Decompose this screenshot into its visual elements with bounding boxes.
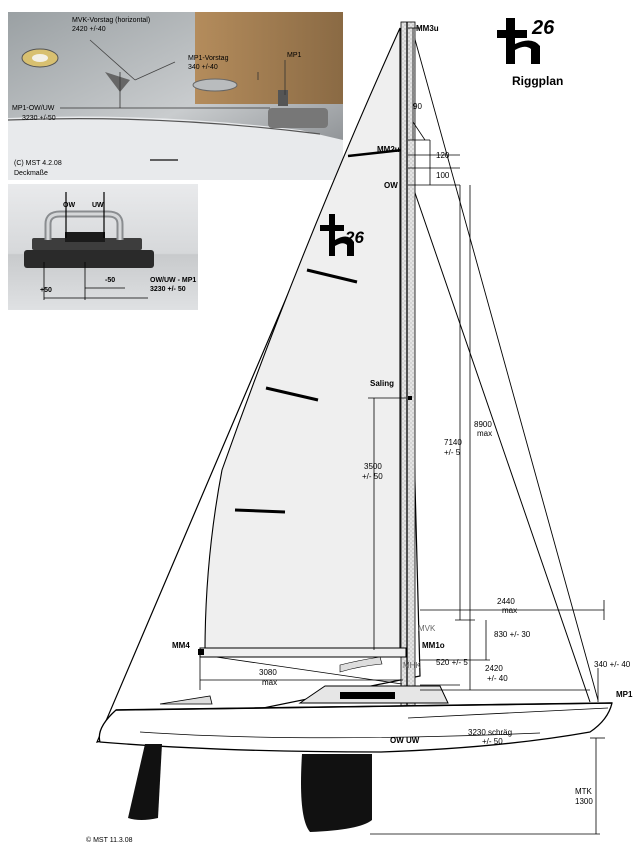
label-1300: 1300	[575, 797, 593, 806]
main-sail: 26	[204, 27, 403, 653]
label-2420: 2420	[485, 664, 503, 673]
value-mvk-vorstag: 2420 +/-40	[72, 26, 106, 33]
label-uw-photo: UW	[92, 202, 104, 209]
label-2440-sub: max	[502, 606, 517, 615]
label-mtk: MTK	[575, 787, 593, 796]
label-mvk-vorstag: MVK-Vorstag (horizontal)	[72, 17, 150, 24]
keel	[301, 754, 372, 832]
mast	[400, 21, 416, 713]
value-owuw-mp1: 3230 +/- 50	[150, 286, 186, 293]
label-mm3u: MM3u	[416, 24, 439, 33]
label-plus50: +50	[40, 287, 52, 294]
photo-fitting: OW UW +50 -50 OW/UW - MP1 3230 +/- 50	[8, 184, 198, 310]
backstay-line	[410, 24, 599, 701]
label-mhk: MHK	[403, 661, 421, 670]
label-2440: 2440	[497, 597, 515, 606]
label-minus50: -50	[105, 277, 115, 284]
label-90: 90	[413, 102, 422, 111]
hull	[98, 685, 613, 753]
label-120: 120	[436, 151, 450, 160]
label-mp1: MP1	[616, 690, 633, 699]
label-830: 830 +/- 30	[494, 630, 531, 639]
boom	[199, 647, 407, 658]
label-520: 520 +/- 5	[436, 658, 468, 667]
dimension-lines	[199, 27, 609, 835]
label-mp1-owuw: MP1-OW/UW	[12, 105, 55, 112]
photo-deck-top: MVK-Vorstag (horizontal) 2420 +/-40 MP1-…	[7, 12, 343, 180]
label-mm2u: MM2u	[377, 145, 400, 154]
label-ow-photo: OW	[63, 202, 75, 209]
label-8900-sub: max	[477, 429, 492, 438]
label-100: 100	[436, 171, 450, 180]
label-8900: 8900	[474, 420, 492, 429]
photo-caption: Deckmaße	[14, 170, 48, 177]
logo-number: 26	[531, 17, 555, 39]
label-340: 340 +/- 40	[594, 660, 631, 669]
label-3500-sub: +/- 50	[362, 472, 383, 481]
label-owuw-mp1: OW/UW - MP1	[150, 277, 196, 284]
label-ow: OW	[384, 181, 398, 190]
label-mm1o: MM1o	[422, 641, 445, 650]
rig-labels: MM3u 90 MM2u 120 OW 100 Saling 8900 max …	[172, 24, 633, 806]
label-7140: 7140	[444, 438, 462, 447]
label-mp1-photo: MP1	[287, 52, 302, 59]
mm4-marker	[198, 649, 204, 655]
rudder	[128, 744, 162, 820]
label-3080-sub: max	[262, 678, 277, 687]
saling-marker	[408, 396, 412, 400]
photo-copyright: (C) MST 4.2.08	[14, 160, 62, 167]
label-3230-sub: +/- 50	[482, 737, 503, 746]
label-3230: 3230 schräg	[468, 728, 512, 737]
label-ow-uw: OW UW	[390, 736, 420, 745]
forestay-line	[413, 189, 591, 703]
h26-logo: 26 Riggplan	[497, 17, 563, 88]
label-3500: 3500	[364, 462, 382, 471]
page-title: Riggplan	[512, 74, 563, 88]
label-7140-sub: +/- 5	[444, 448, 461, 457]
value-mp1-vorstag: 340 +/-40	[188, 64, 218, 71]
sail-logo-number: 26	[344, 228, 364, 247]
label-mvk: MVK	[418, 624, 436, 633]
label-saling: Saling	[370, 379, 394, 388]
footer-copyright: © MST 11.3.08	[86, 836, 133, 844]
label-mm4: MM4	[172, 641, 190, 650]
value-mp1-owuw: 3230 +/-50	[22, 115, 56, 122]
label-3080: 3080	[259, 668, 277, 677]
label-2420-sub: +/- 40	[487, 674, 508, 683]
label-mp1-vorstag: MP1-Vorstag	[188, 55, 229, 62]
